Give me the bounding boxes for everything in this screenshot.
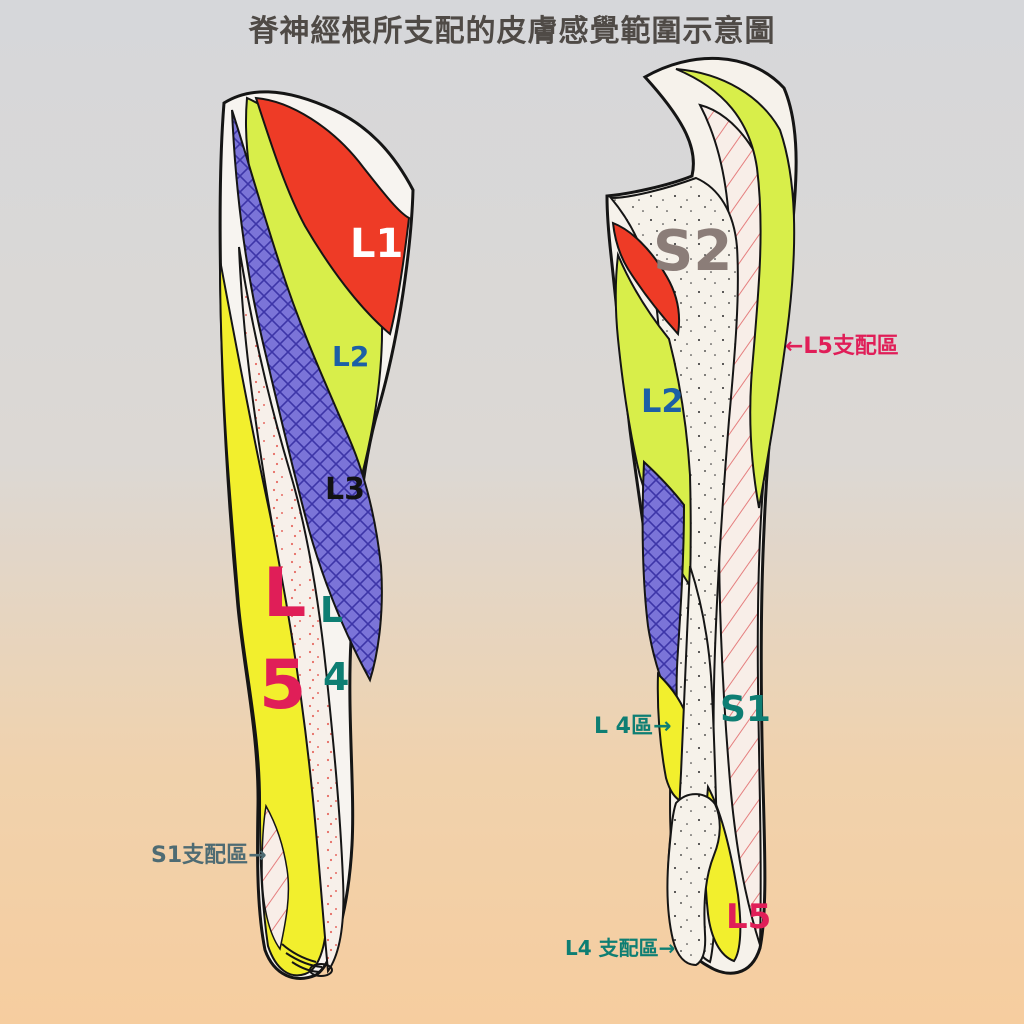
front-callout-s1-area: S1支配區→ bbox=[151, 843, 267, 868]
back-label-l2: L2 bbox=[641, 382, 684, 420]
front-leg: L1 L2 L3 L 5 L 4 S1支配區→ bbox=[151, 90, 415, 980]
back-callout-l4-area: L 4區→ bbox=[594, 714, 671, 739]
front-toe-lines bbox=[281, 943, 323, 973]
front-l3-region bbox=[231, 109, 383, 683]
front-label-l4-number: 4 bbox=[323, 655, 349, 699]
back-label-s1: S1 bbox=[720, 689, 771, 730]
front-label-l1: L1 bbox=[350, 221, 403, 267]
back-callout-l4-area-bottom: L4 支配區→ bbox=[565, 936, 675, 960]
page-title: 脊神經根所支配的皮膚感覺範圍示意圖 bbox=[248, 14, 776, 49]
back-leg: S2 L2 S1 L5 ←L5支配區 L 4區→ L4 支配區→ bbox=[565, 56, 899, 975]
front-l4-region bbox=[238, 246, 345, 974]
back-callout-l5-area: ←L5支配區 bbox=[785, 334, 899, 359]
back-l3-region bbox=[641, 459, 686, 720]
back-heel-outline bbox=[666, 793, 721, 967]
front-heel-oval bbox=[309, 963, 333, 977]
front-label-l5-letter: L bbox=[263, 554, 306, 633]
front-l1-region bbox=[254, 96, 411, 336]
back-label-l5: L5 bbox=[726, 897, 771, 937]
front-s1-foot-patch bbox=[261, 803, 290, 951]
front-label-l2: L2 bbox=[332, 340, 369, 373]
back-l5-band-lime bbox=[675, 68, 796, 509]
front-label-l3: L3 bbox=[325, 472, 365, 507]
back-red-patch bbox=[611, 221, 681, 337]
front-label-l5-number: 5 bbox=[259, 646, 306, 725]
back-label-s2: S2 bbox=[653, 219, 732, 284]
front-label-l4-letter: L bbox=[320, 590, 343, 631]
